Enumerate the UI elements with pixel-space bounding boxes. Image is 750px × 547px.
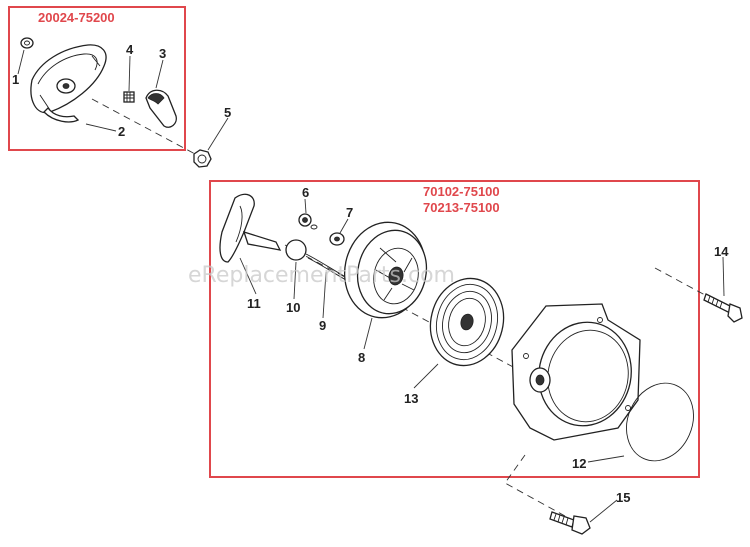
callout-5: 5 — [224, 105, 231, 120]
part-ball-10 — [285, 239, 307, 261]
callout-8: 8 — [358, 350, 365, 365]
part-nut-6 — [298, 213, 318, 230]
part-bolt-14 — [703, 293, 743, 323]
assembly-axis-bolt15 — [504, 454, 566, 517]
callout-7: 7 — [346, 205, 353, 220]
callout-6: 6 — [302, 185, 309, 200]
callout-11: 11 — [247, 296, 261, 311]
callout-10: 10 — [286, 300, 300, 315]
kit-box-20024-75200 — [8, 6, 186, 151]
kit-label-70102-75100: 70102-75100 — [423, 184, 500, 199]
part-spring-4 — [123, 91, 135, 103]
assembly-axis-upper — [91, 98, 198, 156]
callout-13: 13 — [404, 391, 418, 406]
part-nut-5 — [193, 149, 212, 168]
part-gasket-12 — [626, 382, 694, 462]
watermark-text: eReplacementParts.com — [188, 263, 455, 288]
part-recoil-spring-13 — [429, 277, 505, 367]
assembly-axis-main — [284, 244, 561, 393]
part-starter-housing — [511, 303, 641, 441]
kit-label-20024-75200: 20024-75200 — [38, 10, 115, 25]
callout-12: 12 — [572, 456, 586, 471]
part-rope-9 — [305, 253, 347, 281]
kit-label-70213-75100: 70213-75100 — [423, 200, 500, 215]
callout-2: 2 — [118, 124, 125, 139]
assembly-axis-bolt14 — [654, 267, 706, 296]
part-washer-1 — [20, 37, 34, 49]
part-bolt-15 — [549, 511, 591, 535]
kit-box-70102 — [209, 180, 700, 478]
part-starter-handle-11 — [219, 193, 282, 263]
leader-lines — [17, 49, 725, 523]
part-washer-7 — [329, 232, 345, 246]
part-pawl-3 — [145, 89, 177, 128]
callout-15: 15 — [616, 490, 630, 505]
callout-14: 14 — [714, 244, 729, 259]
part-reel-8 — [343, 221, 428, 319]
callout-1: 1 — [12, 72, 19, 87]
part-pawl-plate-2 — [30, 44, 107, 123]
callout-9: 9 — [319, 318, 326, 333]
callout-4: 4 — [126, 42, 134, 57]
callout-3: 3 — [159, 46, 166, 61]
